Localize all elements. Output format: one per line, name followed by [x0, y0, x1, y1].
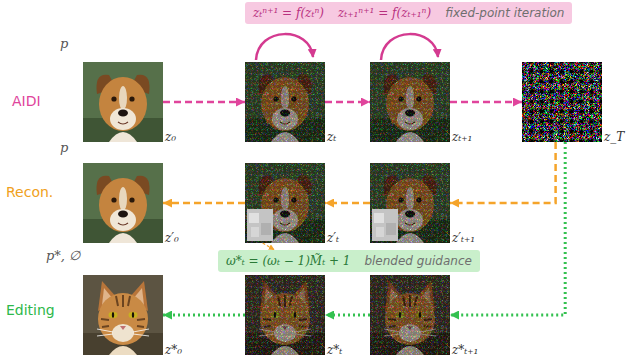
prompt-symbol: p [60, 36, 68, 51]
latent-label: z*ₜ₊₁ [452, 343, 478, 357]
latent-image: z*₀ [83, 275, 163, 355]
noisy-dog [370, 62, 450, 142]
row-label: Editing [6, 302, 55, 318]
latent-label: zₜ₊₁ [452, 130, 472, 144]
flow-arrow [325, 202, 370, 205]
formula-banner: zₜⁿ⁺¹ = f(zₜⁿ) zₜ₊₁ⁿ⁺¹ = f(zₜ₊₁ⁿ) fixed-po… [245, 2, 572, 24]
latent-image: z′₀ [83, 163, 163, 243]
prompt-symbol: p*, ∅ [46, 248, 80, 263]
flow-arrow [325, 101, 370, 104]
pure-noise [522, 62, 602, 142]
formula-banner: ω*ₜ = (ωₜ − 1)M̃ₜ + 1 blended guidance [218, 250, 480, 272]
loop-arrow [256, 34, 313, 60]
latent-label: zₜ [327, 130, 336, 144]
latent-image: z_T [522, 62, 602, 142]
latent-label: z*ₜ [327, 343, 342, 357]
flow-arrow [163, 101, 245, 104]
prompt-symbol: p [60, 140, 68, 155]
loop-arrow [381, 34, 438, 60]
dog-photo [83, 163, 163, 243]
flow-arrow [263, 243, 275, 250]
annotation-text: blended guidance [364, 254, 471, 268]
latent-image: z*ₜ [245, 275, 325, 355]
latent-label: z₀ [165, 130, 176, 144]
latent-image: z′ₜ [245, 163, 325, 243]
row-label: Recon. [6, 184, 53, 200]
latent-label: z′₀ [165, 231, 179, 245]
latent-image: z*ₜ₊₁ [370, 275, 450, 355]
formula-text: ω*ₜ = (ωₜ − 1)M̃ₜ + 1 [226, 254, 350, 268]
latent-image: zₜ₊₁ [370, 62, 450, 142]
formula-text: zₜⁿ⁺¹ = f(zₜⁿ) [253, 6, 324, 20]
latent-image: z₀ [83, 62, 163, 142]
flow-arrow [450, 142, 565, 315]
dog-photo [83, 62, 163, 142]
formula-text: zₜ₊₁ⁿ⁺¹ = f(zₜ₊₁ⁿ) [338, 6, 431, 20]
annotation-text: fixed-point iteration [445, 6, 564, 20]
latent-label: z′ₜ₊₁ [452, 231, 475, 245]
latent-label: z_T [604, 130, 624, 144]
row-label: AIDI [12, 93, 41, 109]
noisy-cat [370, 275, 450, 355]
cat-photo [83, 275, 163, 355]
flow-arrow [450, 101, 522, 104]
flow-arrow [450, 142, 556, 203]
flow-arrow [163, 314, 245, 317]
flow-arrow [325, 314, 370, 317]
noisy-dog [370, 163, 450, 243]
flow-arrow [163, 202, 245, 205]
latent-image: z′ₜ₊₁ [370, 163, 450, 243]
latent-label: z*₀ [165, 343, 182, 357]
noisy-cat [245, 275, 325, 355]
noisy-dog [245, 62, 325, 142]
latent-label: z′ₜ [327, 231, 339, 245]
latent-image: zₜ [245, 62, 325, 142]
noisy-dog [245, 163, 325, 243]
